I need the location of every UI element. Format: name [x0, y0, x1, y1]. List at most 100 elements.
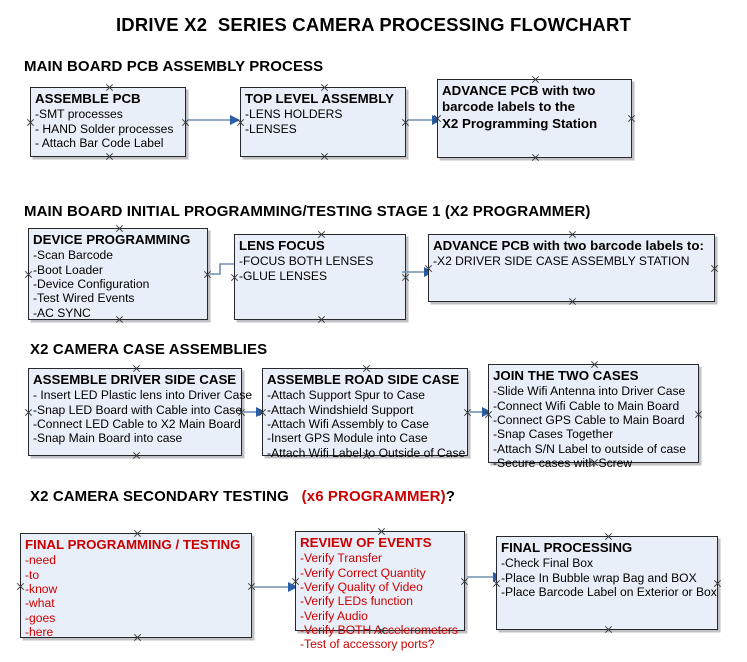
- node-join-the-two-cases[interactable]: JOIN THE TWO CASES -Slide Wifi Antenna i…: [488, 364, 699, 470]
- connector-handle-right[interactable]: [401, 273, 410, 282]
- node-line: -Boot Loader: [33, 262, 103, 277]
- connector-assemble-pcb-to-top-level: [188, 115, 240, 125]
- connector-handle-left[interactable]: [24, 408, 33, 417]
- connector-handle-left[interactable]: [492, 579, 501, 588]
- node-review-of-events[interactable]: REVIEW OF EVENTS -Verify Transfer -Verif…: [295, 531, 465, 651]
- connector-handle-right[interactable]: [247, 582, 256, 591]
- node-assemble-road-side-case[interactable]: ASSEMBLE ROAD SIDE CASE -Attach Support …: [262, 368, 468, 460]
- page-title: IDRIVE X2 SERIES CAMERA PROCESSING FLOWC…: [115, 14, 632, 35]
- connector-handle-left[interactable]: [24, 270, 33, 279]
- connector-handle-left[interactable]: [230, 273, 239, 282]
- node-line: -goes: [25, 610, 56, 625]
- node-line: X2 Programming Station: [442, 115, 598, 131]
- node-line: -Verify Correct Quantity: [300, 565, 426, 580]
- node-line: -Connect GPS Cable to Main Board: [493, 413, 685, 428]
- node-line: -Attach Wifi Label to Outside of Case: [267, 445, 466, 460]
- node-device-programming[interactable]: DEVICE PROGRAMMING -Scan Barcode -Boot L…: [28, 228, 208, 320]
- connector-handle-right[interactable]: [463, 408, 472, 417]
- node-line: -Verify Quality of Video: [300, 580, 423, 595]
- node-title: DEVICE PROGRAMMING: [33, 232, 191, 247]
- connector-handle-left[interactable]: [236, 118, 245, 127]
- node-lens-focus[interactable]: LENS FOCUS -FOCUS BOTH LENSES -GLUE LENS…: [234, 234, 406, 320]
- node-advance-pcb-driver-side[interactable]: ADVANCE PCB with two barcode labels to: …: [428, 234, 715, 302]
- node-line: -need: [25, 553, 56, 568]
- node-line: -Place In Bubble wrap Bag and BOX: [501, 570, 697, 585]
- node-line: -X2 DRIVER SIDE CASE ASSEMBLY STATION: [433, 254, 690, 269]
- connector-handle-left[interactable]: [484, 410, 493, 419]
- connector-handle-right[interactable]: [627, 114, 636, 123]
- node-line: -Place Barcode Label on Exterior or Box: [501, 585, 717, 600]
- section-title-x2-camera-secondary-testing: X2 CAMERA SECONDARY TESTING (x6 PROGRAMM…: [30, 488, 455, 505]
- connector-handle-left[interactable]: [26, 118, 35, 127]
- connector-handle-right[interactable]: [181, 118, 190, 127]
- section-title-main-board-pcb-assembly: MAIN BOARD PCB ASSEMBLY PROCESS: [24, 58, 324, 75]
- connector-handle-left[interactable]: [258, 408, 267, 417]
- connector-handle-bottom[interactable]: [317, 315, 326, 324]
- node-line: -Insert GPS Module into Case: [267, 431, 428, 446]
- node-assemble-pcb[interactable]: ASSEMBLE PCB -SMT processes - HAND Solde…: [30, 87, 186, 157]
- node-top-level-assembly[interactable]: TOP LEVEL ASSEMBLY -LENS HOLDERS -LENSES: [240, 87, 406, 157]
- connector-handle-left[interactable]: [16, 582, 25, 591]
- node-line: -Scan Barcode: [33, 248, 113, 263]
- node-line: -Test Wired Events: [33, 291, 135, 306]
- node-line: -here: [25, 625, 54, 640]
- node-title: TOP LEVEL ASSEMBLY: [245, 91, 395, 106]
- node-line: -Attach Wifi Assembly to Case: [267, 417, 429, 432]
- node-title: ADVANCE PCB with two: [442, 83, 596, 98]
- node-line: -Snap Cases Together: [493, 427, 614, 442]
- node-line: -Secure cases with Screw: [493, 456, 633, 471]
- node-line: -Connect Wifi Cable to Main Board: [493, 398, 680, 413]
- connector-handle-bottom[interactable]: [531, 153, 540, 162]
- node-title: ASSEMBLE ROAD SIDE CASE: [267, 372, 460, 387]
- node-line: -Snap LED Board with Cable into Case: [33, 402, 243, 417]
- node-line: -to: [25, 567, 40, 582]
- connector-handle-right[interactable]: [710, 264, 719, 273]
- section-title-main-board-initial-programming: MAIN BOARD INITIAL PROGRAMMING/TESTING S…: [24, 203, 591, 220]
- connector-handle-bottom[interactable]: [568, 297, 577, 306]
- node-title: ASSEMBLE PCB: [35, 91, 141, 106]
- connector-handle-left[interactable]: [424, 264, 433, 273]
- connector-handle-right[interactable]: [401, 118, 410, 127]
- connector-handle-left[interactable]: [291, 577, 300, 586]
- node-title: FINAL PROGRAMMING / TESTING: [25, 537, 241, 552]
- section-title-tail: ?: [445, 488, 455, 505]
- node-line: -GLUE LENSES: [239, 268, 328, 283]
- node-title: JOIN THE TWO CASES: [493, 368, 639, 383]
- node-line: -SMT processes: [35, 107, 123, 122]
- node-title: ADVANCE PCB with two barcode labels to:: [433, 238, 704, 253]
- connector-handle-right[interactable]: [460, 577, 469, 586]
- node-line: -AC SYNC: [33, 305, 91, 320]
- node-line: -Check Final Box: [501, 556, 594, 571]
- connector-handle-bottom[interactable]: [105, 152, 114, 161]
- node-advance-pcb-programming-station[interactable]: ADVANCE PCB with two barcode labels to t…: [437, 79, 632, 158]
- node-line-overflow: -Test of accessory ports?: [300, 637, 435, 652]
- node-line: -what: [25, 596, 55, 611]
- node-final-processing[interactable]: FINAL PROCESSING -Check Final Box -Place…: [496, 536, 718, 630]
- connector-handle-bottom[interactable]: [132, 451, 141, 460]
- node-line: -Verify Transfer: [300, 551, 382, 566]
- connector-handle-right[interactable]: [694, 410, 703, 419]
- section-title-red-note: (x6 PROGRAMMER): [301, 488, 446, 505]
- node-line: - Attach Bar Code Label: [35, 136, 164, 151]
- section-title-x2-camera-case-assemblies: X2 CAMERA CASE ASSEMBLIES: [30, 341, 268, 358]
- node-title: ASSEMBLE DRIVER SIDE CASE: [33, 372, 237, 387]
- node-title: REVIEW OF EVENTS: [300, 535, 432, 550]
- node-line: -Attach Support Spur to Case: [267, 388, 425, 403]
- connector-handle-right[interactable]: [203, 270, 212, 279]
- connector-handle-bottom[interactable]: [320, 152, 329, 161]
- node-line: -Connect LED Cable to X2 Main Board: [33, 417, 241, 432]
- node-line: -Verify Audio: [300, 608, 368, 623]
- node-final-programming-testing[interactable]: FINAL PROGRAMMING / TESTING -need -to -k…: [20, 533, 252, 640]
- node-title: FINAL PROCESSING: [501, 540, 633, 555]
- node-line: barcode labels to the: [442, 99, 576, 115]
- connector-handle-bottom[interactable]: [604, 625, 613, 634]
- node-line: -Verify LEDs function: [300, 594, 413, 609]
- connector-handle-left[interactable]: [433, 114, 442, 123]
- node-line: -LENSES: [245, 121, 297, 136]
- node-line: -Attach S/N Label to outside of case: [493, 441, 686, 456]
- node-title: LENS FOCUS: [239, 238, 325, 253]
- node-assemble-driver-side-case[interactable]: ASSEMBLE DRIVER SIDE CASE - Insert LED P…: [28, 368, 252, 456]
- node-line: -Attach Windshield Support: [267, 402, 414, 417]
- node-line: -know: [25, 582, 58, 597]
